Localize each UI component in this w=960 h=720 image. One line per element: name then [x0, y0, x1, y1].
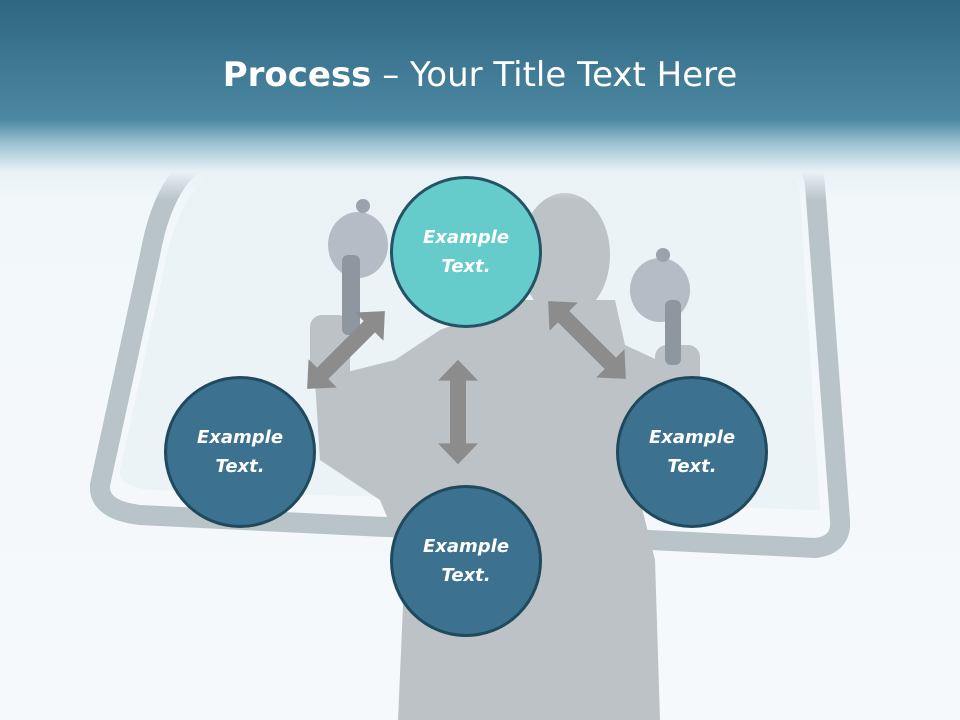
- node-bottom-label: Example Text.: [422, 536, 510, 586]
- double-headed-arrow-icon-right: [533, 286, 641, 394]
- title-rest: – Your Title Text Here: [371, 55, 738, 95]
- node-left-label: Example Text.: [196, 427, 284, 477]
- node-left: Example Text.: [164, 376, 316, 528]
- node-right: Example Text.: [616, 376, 768, 528]
- suction-cup-right: [630, 248, 690, 365]
- double-headed-arrow-icon-center: [438, 359, 478, 465]
- node-right-label: Example Text.: [648, 427, 736, 477]
- header-band: [0, 0, 960, 200]
- suction-cup-left: [328, 199, 388, 335]
- title-bold: Process: [222, 55, 372, 95]
- node-top-label: Example Text.: [422, 227, 510, 277]
- page-title: Process – Your Title Text Here: [0, 52, 960, 98]
- double-headed-arrow-icon-left: [292, 296, 400, 404]
- node-bottom: Example Text.: [390, 485, 542, 637]
- node-top: Example Text.: [390, 176, 542, 328]
